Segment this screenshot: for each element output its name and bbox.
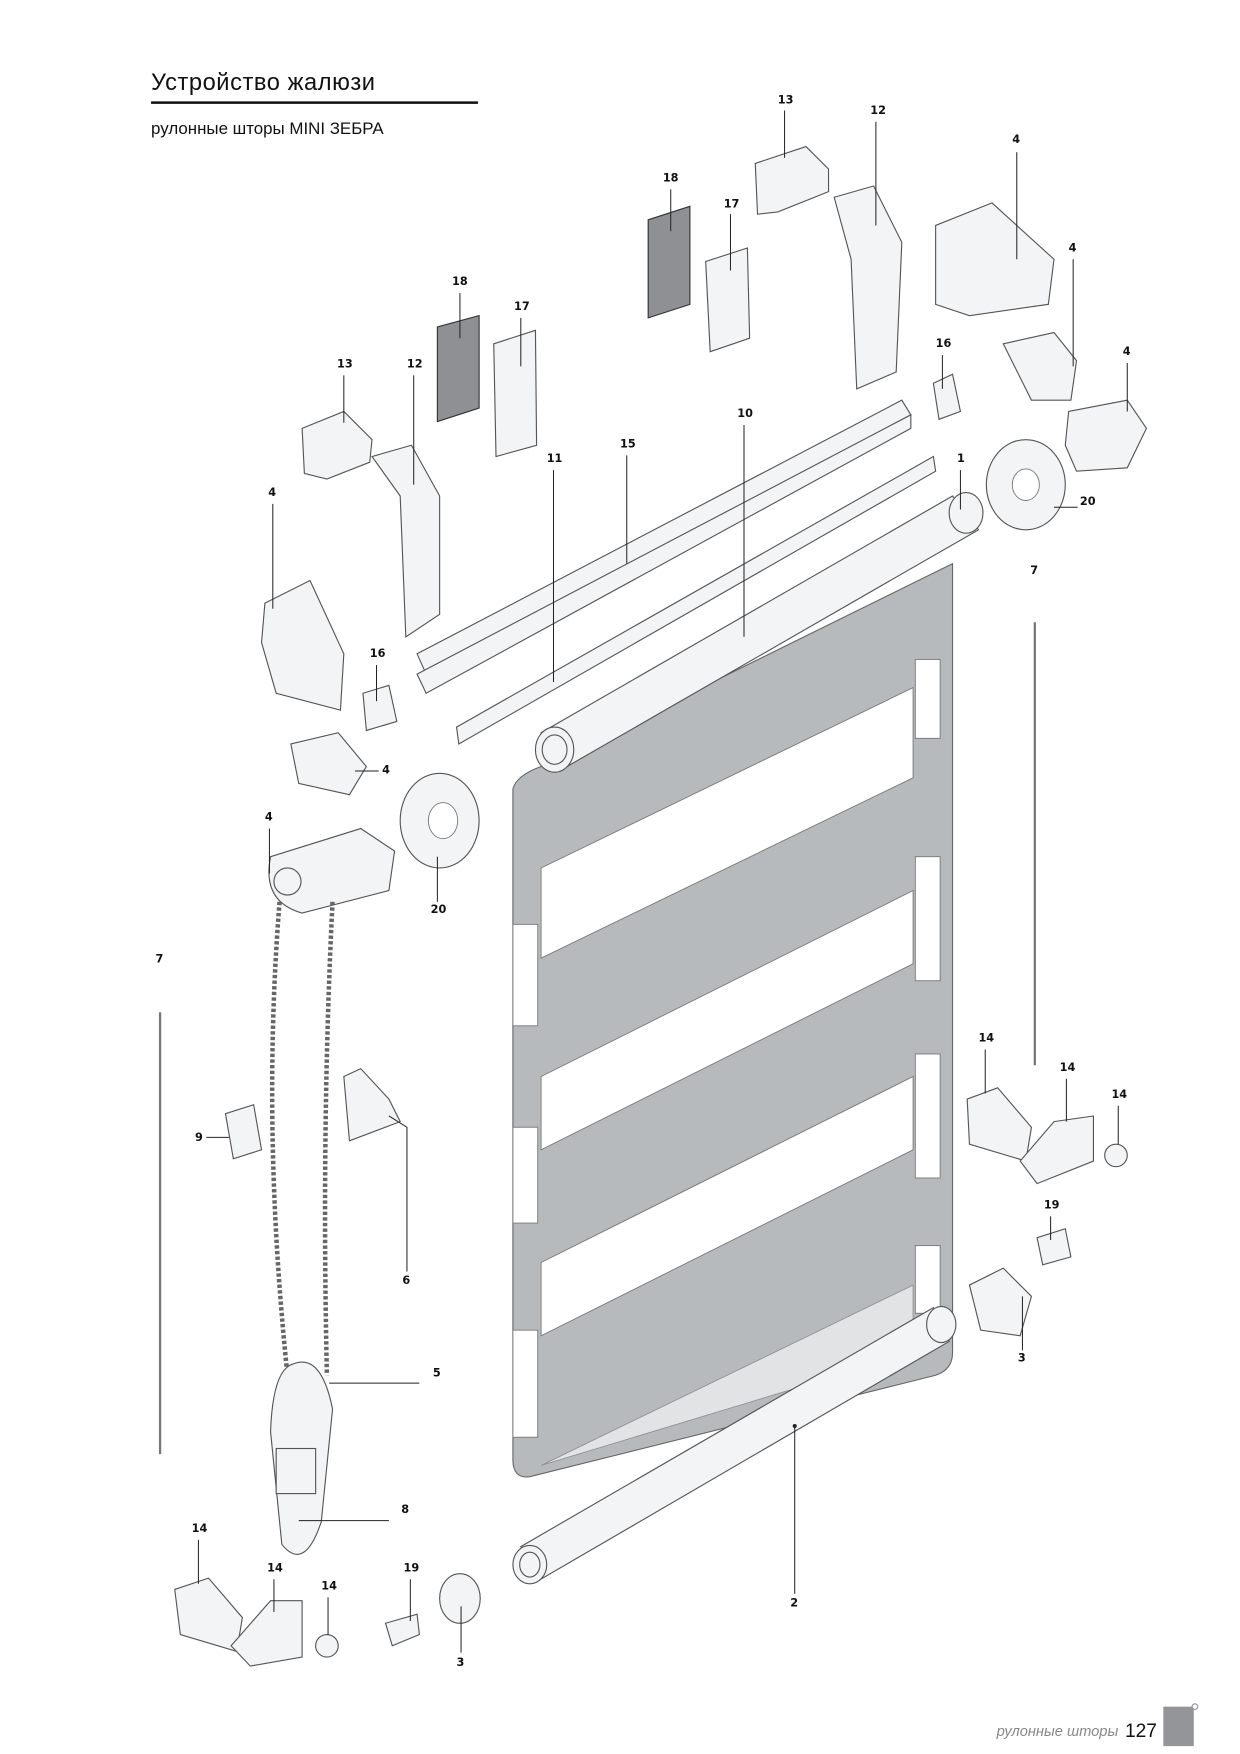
label-14: 14 [192, 1522, 208, 1535]
label-7: 7 [156, 953, 164, 966]
page-number: 127 [1125, 1721, 1157, 1742]
label-14: 14 [1060, 1061, 1076, 1074]
label-14: 14 [321, 1579, 337, 1592]
label-5: 5 [433, 1366, 441, 1379]
mechanism-gear [273, 867, 302, 896]
end-plug-16-right [932, 373, 962, 421]
label-15: 15 [620, 438, 636, 451]
label-19: 19 [404, 1561, 420, 1574]
tension-holder-14-left [230, 1600, 303, 1667]
mounting-bracket-12-left [371, 444, 441, 638]
part-labels: 13 12 4 18 17 4 18 17 13 12 16 4 10 15 1… [156, 94, 1131, 1669]
label-17: 17 [724, 197, 740, 210]
page-tab-marker [1163, 1706, 1194, 1747]
label-4: 4 [268, 486, 276, 499]
label-13: 13 [337, 357, 353, 370]
adhesive-plate-18-left [436, 314, 480, 423]
fixing-pin-19-right [1036, 1227, 1072, 1266]
tension-knob-14-right [1104, 1143, 1128, 1168]
chain-stopper-6 [343, 1067, 401, 1142]
label-12: 12 [870, 104, 886, 117]
tension-bracket-14-left [174, 1577, 243, 1653]
label-1: 1 [957, 452, 965, 465]
label-18: 18 [452, 275, 468, 288]
label-14: 14 [267, 1561, 283, 1574]
label-8: 8 [401, 1503, 409, 1516]
tension-bracket-14-right [966, 1087, 1033, 1162]
label-4: 4 [1123, 345, 1131, 358]
page-title: Устройство жалюзи [151, 70, 376, 96]
bottom-bar [512, 1305, 957, 1585]
label-10: 10 [737, 407, 753, 420]
label-2: 2 [790, 1596, 798, 1609]
tension-knob-14-left [315, 1633, 339, 1658]
washer-20-left-hole [427, 802, 459, 840]
label-4: 4 [1069, 241, 1077, 254]
chain-side-4-right [1002, 331, 1078, 401]
roller-tube [534, 492, 984, 773]
label-4: 4 [1012, 133, 1020, 146]
mounting-bracket-12-right [833, 185, 903, 390]
adhesive-plate-18-right [647, 205, 691, 319]
cover-strip [455, 455, 937, 745]
clip-17-left [493, 329, 538, 458]
adapter-4-left [290, 732, 368, 796]
bracket-cap-13-left [301, 410, 373, 480]
label-13: 13 [778, 94, 794, 107]
end-cap-4-right [935, 202, 1055, 317]
bracket-cap-13-right [754, 145, 830, 215]
bottom-cap-3-left [439, 1573, 481, 1624]
bottom-cap-3-right [968, 1267, 1033, 1337]
end-plug-16-left [362, 684, 398, 732]
label-14: 14 [1111, 1088, 1127, 1101]
label-20: 20 [1080, 495, 1096, 508]
end-cap-4-left [260, 579, 345, 711]
ball-chain-right [322, 901, 335, 1376]
label-4: 4 [382, 763, 390, 776]
label-20: 20 [431, 903, 447, 916]
label-7: 7 [1030, 564, 1038, 577]
label-19: 19 [1044, 1198, 1060, 1211]
weight-window [275, 1447, 317, 1495]
label-12: 12 [407, 357, 423, 370]
washer-20-right-hole [1011, 468, 1040, 501]
clip-17-right [705, 247, 751, 353]
label-16: 16 [936, 337, 952, 350]
idle-end-4 [1064, 399, 1148, 472]
ball-chain-left [269, 901, 290, 1376]
label-18: 18 [663, 171, 679, 184]
page-subtitle: рулонные шторы MINI ЗЕБРА [151, 119, 384, 138]
footer-section: рулонные шторы [996, 1724, 1119, 1740]
cassette-profile-lip [416, 413, 912, 695]
zebra-fabric [512, 562, 954, 1478]
label-3: 3 [457, 1656, 465, 1669]
label-6: 6 [402, 1274, 410, 1287]
tension-holder-14-right [1019, 1115, 1095, 1185]
label-14: 14 [978, 1032, 994, 1045]
page-tab-dot [1191, 1703, 1199, 1711]
label-3: 3 [1018, 1352, 1026, 1365]
label-17: 17 [514, 300, 530, 313]
label-4: 4 [265, 811, 273, 824]
fixing-pin-19-left [384, 1613, 420, 1647]
label-16: 16 [370, 647, 386, 660]
label-9: 9 [195, 1131, 203, 1144]
chain-connector-9 [224, 1103, 263, 1160]
label-11: 11 [547, 452, 563, 465]
